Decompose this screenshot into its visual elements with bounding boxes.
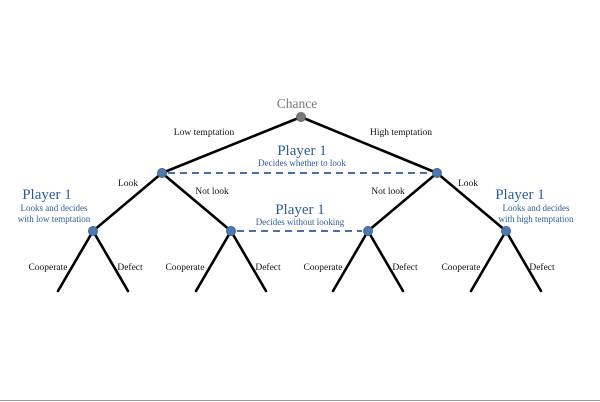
edge-right-not-look (366, 171, 439, 233)
decision-node-notlook-low (226, 226, 236, 236)
edge-left-look (91, 171, 164, 233)
chance-label: Chance (277, 96, 317, 111)
edge-cooperate-2 (194, 229, 233, 293)
look-label-left: Look (118, 179, 138, 189)
side-left-title: Player 1 (22, 187, 72, 203)
edge-cooperate-4 (469, 229, 508, 293)
defect-label-3: Defect (392, 262, 418, 273)
decision-node-low-temptation (157, 168, 167, 178)
low-temptation-label: Low temptation (174, 128, 235, 138)
cooperate-label-3: Cooperate (303, 263, 342, 273)
look-label-right: Look (458, 179, 478, 189)
edge-right-look (435, 171, 508, 233)
side-right-line1: Looks and decides (503, 203, 570, 213)
side-right-line2: with high temptation (499, 214, 574, 224)
decision-node-high-temptation (432, 168, 442, 178)
cooperate-label-1: Cooperate (28, 263, 67, 273)
cooperate-label-2: Cooperate (165, 263, 204, 273)
side-left-line2: with low temptation (18, 214, 91, 224)
decision-node-notlook-high (363, 226, 373, 236)
edge-high-temptation (299, 115, 439, 175)
cooperate-label-4: Cooperate (441, 263, 480, 273)
side-left-line1: Looks and decides (21, 203, 88, 213)
not-look-label-left: Not look (195, 187, 229, 197)
edge-defect-2 (229, 229, 268, 293)
info-set-level1-title: Player 1 (277, 143, 327, 159)
info-set-level2-subtitle: Decides without looking (256, 217, 345, 227)
not-look-label-right: Not look (371, 187, 405, 197)
decision-node-look-low (88, 226, 98, 236)
defect-label-4: Defect (529, 262, 555, 273)
defect-label-2: Defect (255, 262, 281, 273)
defect-label-1: Defect (117, 262, 143, 273)
side-right-title: Player 1 (495, 187, 545, 203)
edge-defect-3 (366, 229, 405, 293)
edge-cooperate-3 (331, 229, 370, 293)
info-set-level2-title: Player 1 (275, 202, 325, 218)
high-temptation-label: High temptation (370, 128, 432, 138)
edge-left-not-look (160, 171, 233, 233)
edge-low-temptation (160, 115, 303, 175)
decision-node-look-high (501, 226, 511, 236)
edge-defect-4 (504, 229, 543, 293)
edge-defect-1 (91, 229, 130, 293)
edge-cooperate-1 (56, 229, 95, 293)
info-set-level1-subtitle: Decides whether to look (258, 158, 346, 168)
chance-node (296, 112, 306, 122)
